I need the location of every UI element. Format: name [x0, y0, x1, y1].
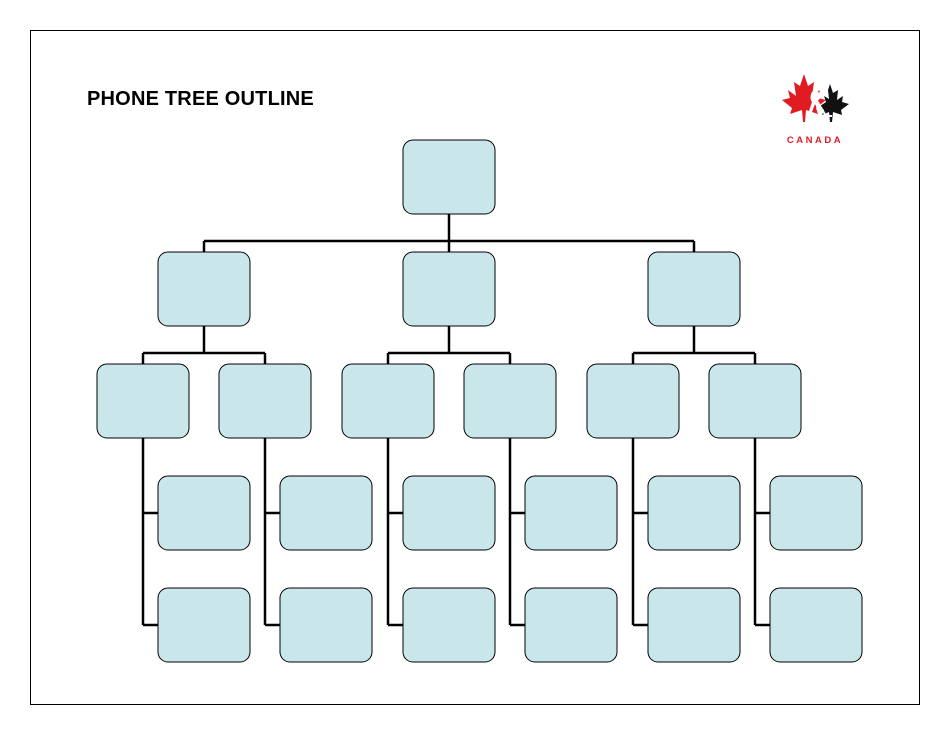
- black-leaf-icon: [820, 84, 849, 122]
- level3-box: [524, 475, 618, 551]
- level2-box: [708, 363, 802, 439]
- level3-box: [647, 587, 741, 663]
- level3-box: [402, 475, 496, 551]
- page-title: PHONE TREE OUTLINE: [87, 88, 314, 110]
- hockey-canada-logo: CANADA: [772, 68, 858, 150]
- maple-leaf-icon: [782, 74, 826, 122]
- level3-box: [769, 475, 863, 551]
- level3-box: [769, 587, 863, 663]
- level3-box: [279, 475, 373, 551]
- level3-box: [157, 587, 251, 663]
- level2-box: [96, 363, 190, 439]
- level3-box: [402, 587, 496, 663]
- level2-box: [218, 363, 312, 439]
- level3-box: [524, 587, 618, 663]
- level1-box: [647, 251, 741, 327]
- root-box: [402, 139, 496, 215]
- tree-nodes: [96, 139, 863, 663]
- hockey-stick-icon: [815, 98, 832, 117]
- level1-box: [402, 251, 496, 327]
- maple-leaf-logo-icon: [782, 74, 849, 122]
- tree-connectors: [141, 214, 770, 627]
- level3-box: [157, 475, 251, 551]
- level3-box: [647, 475, 741, 551]
- hockey-player-icon: [809, 91, 821, 112]
- logo-caption: CANADA: [786, 135, 844, 146]
- level2-box: [586, 363, 680, 439]
- level1-box: [157, 251, 251, 327]
- level2-box: [463, 363, 557, 439]
- level3-box: [279, 587, 373, 663]
- level2-box: [341, 363, 435, 439]
